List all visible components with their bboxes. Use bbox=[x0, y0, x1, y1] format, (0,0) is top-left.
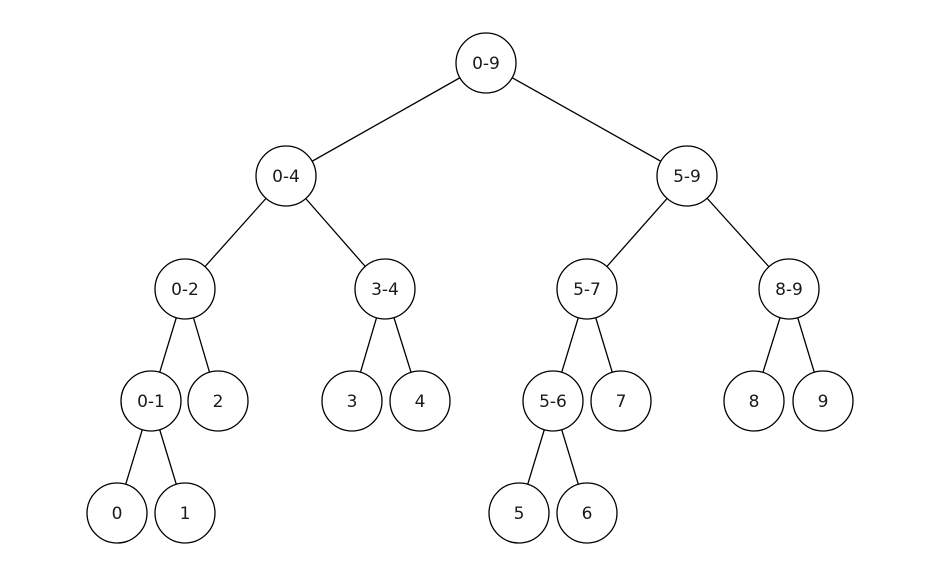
node-label-0-2: 0-2 bbox=[171, 280, 199, 300]
node-circle-0-9 bbox=[455, 32, 517, 94]
node-circle-0 bbox=[86, 482, 148, 544]
node-label-0-4: 0-4 bbox=[272, 167, 300, 187]
tree-node-3-4: 3-4 bbox=[354, 258, 416, 320]
tree-node-0-1: 0-1 bbox=[120, 370, 182, 432]
tree-node-5-6: 5-6 bbox=[522, 370, 584, 432]
node-circle-9 bbox=[792, 370, 854, 432]
node-label-8: 8 bbox=[749, 392, 760, 412]
tree-node-6: 6 bbox=[556, 482, 618, 544]
node-label-6: 6 bbox=[582, 504, 593, 524]
node-circle-7 bbox=[590, 370, 652, 432]
node-label-5-6: 5-6 bbox=[539, 392, 567, 412]
node-label-0: 0 bbox=[112, 504, 123, 524]
tree-nodes-layer: 0-9 0-4 5-9 0-2 3-4 5-7 8-9 0-1 2 3 4 5-6 7 8 9 0 1 5 6 bbox=[86, 32, 854, 544]
node-circle-3-4 bbox=[354, 258, 416, 320]
node-circle-5-7 bbox=[556, 258, 618, 320]
tree-node-8: 8 bbox=[723, 370, 785, 432]
tree-node-3: 3 bbox=[321, 370, 383, 432]
node-circle-2 bbox=[187, 370, 249, 432]
node-label-3: 3 bbox=[347, 392, 358, 412]
node-circle-8 bbox=[723, 370, 785, 432]
node-label-5-9: 5-9 bbox=[673, 167, 701, 187]
node-circle-5 bbox=[488, 482, 550, 544]
node-circle-0-2 bbox=[154, 258, 216, 320]
node-circle-1 bbox=[154, 482, 216, 544]
node-circle-5-6 bbox=[522, 370, 584, 432]
tree-node-5-7: 5-7 bbox=[556, 258, 618, 320]
node-label-4: 4 bbox=[415, 392, 426, 412]
tree-node-5-9: 5-9 bbox=[656, 145, 718, 207]
node-circle-0-4 bbox=[255, 145, 317, 207]
node-circle-4 bbox=[389, 370, 451, 432]
tree-node-7: 7 bbox=[590, 370, 652, 432]
node-label-3-4: 3-4 bbox=[371, 280, 399, 300]
tree-edge-0-9-to-5-9 bbox=[485, 62, 688, 177]
node-label-2: 2 bbox=[213, 392, 224, 412]
tree-edge-0-9-to-0-4 bbox=[285, 62, 487, 177]
tree-node-0: 0 bbox=[86, 482, 148, 544]
node-circle-6 bbox=[556, 482, 618, 544]
node-label-7: 7 bbox=[616, 392, 627, 412]
tree-node-0-9: 0-9 bbox=[455, 32, 517, 94]
tree-node-8-9: 8-9 bbox=[758, 258, 820, 320]
node-circle-5-9 bbox=[656, 145, 718, 207]
node-label-0-9: 0-9 bbox=[472, 54, 500, 74]
tree-node-9: 9 bbox=[792, 370, 854, 432]
node-label-9: 9 bbox=[818, 392, 829, 412]
tree-node-2: 2 bbox=[187, 370, 249, 432]
node-label-5: 5 bbox=[514, 504, 525, 524]
node-label-8-9: 8-9 bbox=[775, 280, 803, 300]
tree-edges-layer bbox=[116, 62, 824, 514]
tree-node-0-4: 0-4 bbox=[255, 145, 317, 207]
tree-node-1: 1 bbox=[154, 482, 216, 544]
node-label-1: 1 bbox=[180, 504, 191, 524]
node-circle-3 bbox=[321, 370, 383, 432]
node-label-0-1: 0-1 bbox=[137, 392, 165, 412]
tree-node-4: 4 bbox=[389, 370, 451, 432]
node-circle-0-1 bbox=[120, 370, 182, 432]
node-label-5-7: 5-7 bbox=[573, 280, 601, 300]
tree-node-5: 5 bbox=[488, 482, 550, 544]
tree-node-0-2: 0-2 bbox=[154, 258, 216, 320]
node-circle-8-9 bbox=[758, 258, 820, 320]
